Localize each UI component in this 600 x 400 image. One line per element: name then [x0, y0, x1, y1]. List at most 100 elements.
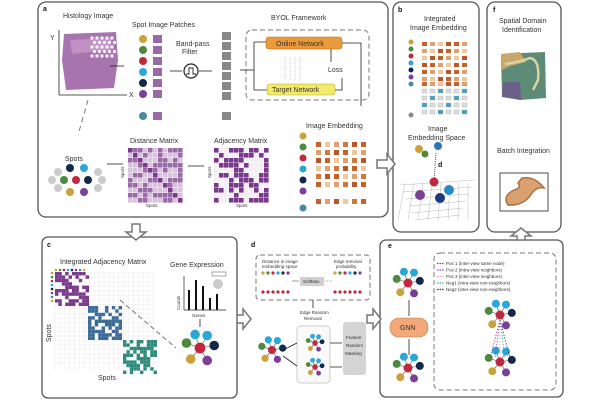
matrix-block-cell — [126, 343, 130, 347]
matrix-cell — [234, 168, 239, 173]
matrix-cell — [264, 173, 269, 178]
matrix-cell — [229, 178, 234, 183]
matrix-cell — [128, 158, 133, 163]
spot-dot — [271, 290, 275, 294]
matrix-block-cell — [75, 272, 79, 276]
matrix-block-cell — [143, 367, 147, 371]
spot — [90, 54, 94, 58]
embedding-cell — [438, 56, 443, 60]
node — [316, 370, 321, 376]
matrix-cell — [249, 158, 254, 163]
matrix-block-cell — [94, 329, 99, 334]
contrastive-edge — [494, 319, 501, 359]
byol-title: BYOL Framework — [271, 15, 327, 22]
matrix-cell — [229, 173, 234, 178]
matrix-block-cell — [82, 272, 86, 276]
center-node — [312, 364, 318, 370]
matrix-cell — [163, 198, 168, 203]
matrix-cell — [153, 158, 158, 163]
embedding-cell — [352, 158, 357, 163]
matrix-cell — [239, 148, 244, 153]
edge-removal-label: Edge removal — [334, 259, 362, 264]
arrows — [282, 342, 342, 368]
embedding-cell — [461, 88, 468, 94]
embedding-cell — [446, 56, 451, 60]
matrix-cell — [178, 168, 183, 173]
matrix-cell — [138, 183, 143, 188]
arrow-c-to-d — [236, 306, 252, 332]
matrix-block-cell — [118, 326, 122, 330]
matrix-block-cell — [126, 353, 130, 357]
embedding-cell — [438, 77, 443, 81]
filtered-patch — [222, 92, 231, 100]
embedding-node — [429, 177, 439, 187]
spot-dot — [139, 57, 147, 65]
embedding-cell — [437, 102, 444, 108]
spot — [66, 188, 74, 196]
matrix-block-cell — [72, 302, 76, 306]
matrix-block-cell — [85, 285, 89, 289]
matrix-cell — [224, 163, 229, 168]
cell-icon — [213, 279, 223, 289]
matrix-block-cell — [78, 295, 83, 300]
matrix-cell — [128, 183, 133, 188]
matrix-cell — [229, 193, 234, 198]
embedding-cell — [422, 77, 427, 81]
embedding-node — [415, 190, 425, 200]
spot-dot — [276, 290, 280, 294]
matrix-block-cell — [105, 306, 109, 310]
dashed-connector — [119, 299, 177, 349]
matrix-block-cell — [111, 306, 116, 310]
spot — [105, 36, 109, 40]
embedding-cell — [316, 150, 321, 155]
spatial-domain-map — [501, 52, 546, 100]
matrix-block-cell — [58, 275, 62, 279]
matrix-cell — [168, 148, 173, 153]
spot-dot — [281, 290, 285, 294]
matrix-cell — [178, 153, 183, 158]
embedding-cell — [352, 199, 357, 204]
matrix-block-cell — [68, 299, 72, 303]
matrix-cell — [138, 173, 143, 178]
matrix-cell — [239, 153, 244, 158]
matrix-cell — [214, 163, 219, 168]
matrix-cell — [158, 168, 163, 173]
embedding-cell — [343, 174, 348, 179]
matrix-block-cell — [68, 285, 72, 289]
node — [273, 355, 281, 363]
matrix-cell — [224, 168, 229, 173]
matrix-block-cell — [82, 285, 86, 289]
matrix-cell — [143, 163, 148, 168]
loss-label: Loss — [328, 67, 343, 74]
arrow-e-to-f — [508, 227, 534, 241]
embedding-cell — [462, 49, 467, 53]
genes-label: Genes — [192, 313, 206, 318]
matrix-cell — [214, 148, 219, 153]
matrix-block-cell — [55, 299, 59, 303]
spot-dot — [408, 46, 414, 52]
node — [181, 338, 192, 348]
node — [392, 359, 401, 368]
matrix-cell — [264, 193, 269, 198]
embedding-cell — [325, 182, 330, 187]
spot-dot — [299, 143, 307, 151]
matrix-block-cell — [55, 292, 59, 296]
embedding-node — [415, 145, 423, 153]
matrix-cell — [158, 188, 163, 193]
legend-item: Pos 1 (inter-view same node) — [446, 261, 505, 266]
spot-dot — [50, 275, 54, 279]
matrix-block-cell — [91, 316, 95, 320]
spot — [100, 36, 104, 40]
grid-line — [397, 182, 406, 221]
matrix-cell — [158, 173, 163, 178]
spot-dot — [333, 290, 337, 294]
matrix-cell — [158, 178, 163, 183]
spot-dot — [299, 154, 307, 162]
matrix-block-cell — [146, 346, 151, 351]
matrix-block-cell — [85, 275, 89, 279]
embedding-cell — [361, 166, 366, 171]
embedding-cell — [462, 42, 467, 46]
matrix-block-cell — [94, 309, 99, 313]
matrix-cell — [219, 168, 224, 173]
